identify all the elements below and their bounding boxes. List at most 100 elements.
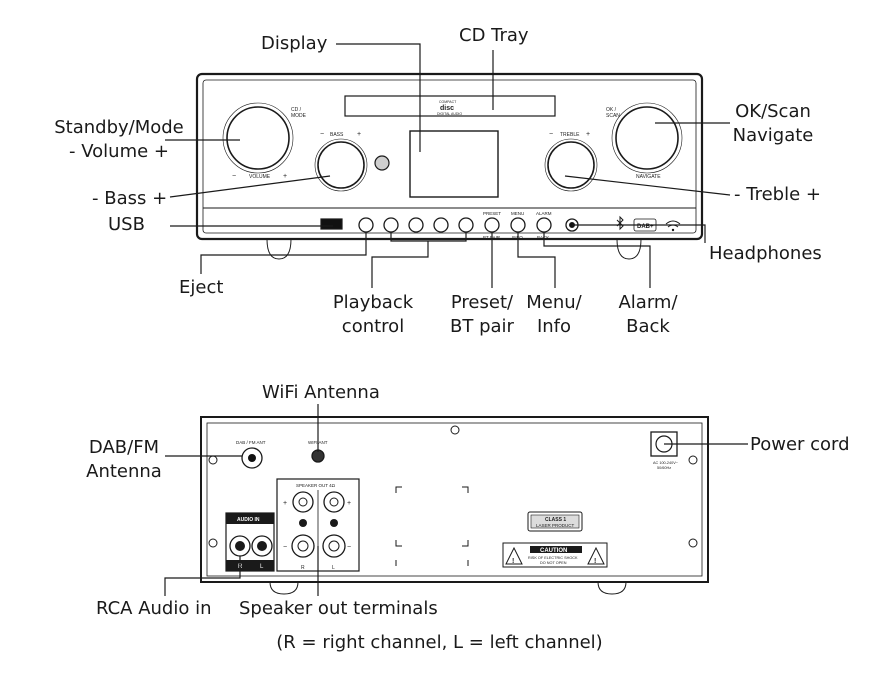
caution-banner — [530, 546, 582, 553]
treble-knob — [547, 141, 595, 189]
corner-mark-bl — [395, 540, 402, 566]
playback-leader-drop — [371, 241, 429, 288]
cd-tray — [344, 95, 556, 117]
speaker-l-plus — [323, 491, 345, 513]
corner-mark-tr — [462, 486, 469, 493]
rear-leader-lines — [164, 404, 748, 596]
headphones-leader — [572, 224, 706, 243]
speaker-l-minus-mark — [330, 519, 338, 527]
label-standby-volume: Standby/Mode - Volume + — [46, 116, 192, 164]
next-button — [408, 217, 424, 233]
label-playback-1: Playback — [332, 292, 414, 313]
bass-minus: − — [320, 131, 324, 138]
rca-l-jack-inner — [257, 541, 267, 551]
front-printed-text: CD /MODE VOLUME BASS TREBLE OK /SCAN NAV… — [249, 100, 661, 240]
label-preset-1: Preset/ — [450, 292, 514, 313]
caution-line2-text: DO NOT OPEN — [540, 561, 567, 565]
speaker-l-plus-sign: + — [347, 500, 351, 507]
label-preset-2: BT pair — [450, 316, 514, 337]
bass-leader — [169, 175, 331, 198]
speaker-r-minus-mark — [299, 519, 307, 527]
label-ok-scan-navigate: OK/Scan Navigate — [724, 100, 822, 148]
speaker-out-text: SPEAKER OUT 4Ω — [296, 483, 336, 488]
treble-leader — [564, 175, 731, 196]
caution-line1-text: RISK OF ELECTRIC SHOCK — [528, 556, 578, 560]
label-wifi-antenna: WiFi Antenna — [262, 382, 380, 403]
front-inner-frame — [202, 79, 697, 234]
screw-left-top — [208, 455, 218, 465]
label-treble: - Treble + — [734, 184, 821, 205]
label-playback: Playback control — [326, 291, 420, 339]
label-bass: - Bass + — [92, 188, 168, 209]
label-display: Display — [261, 33, 328, 54]
screw-right-bottom — [688, 538, 698, 548]
prev-button — [383, 217, 399, 233]
speaker-r-minus-sign: − — [283, 544, 287, 551]
navigate-knob — [615, 106, 679, 170]
caution-exclaim-right: ! — [594, 558, 596, 565]
preset-button — [484, 217, 500, 233]
speaker-l-plus-inner — [329, 497, 339, 507]
label-menu-1: Menu/ — [526, 292, 582, 313]
preset-text: PRESET — [483, 211, 501, 216]
volume-knob — [226, 106, 290, 170]
eject-button — [358, 217, 374, 233]
label-dab-fm-1: DAB/FM — [88, 437, 160, 458]
speaker-r-plus-sign: + — [283, 500, 287, 507]
label-alarm: Alarm/ Back — [612, 291, 684, 339]
corner-mark-tl — [395, 486, 402, 493]
dab-fm-socket-inner — [248, 454, 256, 462]
label-headphones: Headphones — [709, 243, 822, 264]
front-leader-lines — [165, 43, 731, 288]
ok-scan-text: OK /SCAN — [606, 107, 620, 119]
rear-printed-text: DAB / FM ANT WIFI ANT SPEAKER OUT 4Ω AUD… — [236, 440, 679, 571]
class1-text: CLASS 1 — [545, 517, 566, 523]
wifi-icon — [665, 220, 681, 228]
rear-inner-frame — [206, 422, 703, 577]
label-menu: Menu/ Info — [522, 291, 586, 339]
treble-text: TREBLE — [560, 132, 580, 138]
rear-foot-right — [597, 581, 627, 595]
caution-triangle-left-icon — [505, 546, 523, 565]
label-preset: Preset/ BT pair — [444, 291, 520, 339]
rca-leader — [164, 556, 241, 596]
volume-text: VOLUME — [249, 174, 271, 180]
treble-minus: − — [549, 131, 553, 138]
laser-label-inner — [530, 514, 580, 529]
stop-button — [458, 217, 474, 233]
screw-left-bottom — [208, 538, 218, 548]
dab-logo: DAB+ — [637, 224, 654, 230]
label-navigate: Navigate — [732, 125, 814, 146]
screw-right-top — [688, 455, 698, 465]
usb-port — [320, 218, 343, 230]
rca-l-text: L — [260, 564, 264, 570]
eject-leader — [200, 232, 367, 274]
caution-triangle-right-icon — [587, 546, 605, 565]
front-foot-right — [616, 238, 642, 260]
label-dab-fm-2: Antenna — [86, 461, 162, 482]
label-rca-audio-in: RCA Audio in — [96, 598, 212, 619]
bass-knob-ring — [314, 138, 368, 192]
label-volume: - Volume + — [69, 141, 169, 162]
bass-plus: + — [357, 131, 361, 138]
label-dab-fm: DAB/FM Antenna — [80, 436, 168, 484]
ir-sensor — [374, 155, 390, 171]
wifi-icon-dot — [671, 228, 675, 232]
label-alarm-2: Back — [626, 316, 670, 337]
rca-l-jack — [251, 535, 273, 557]
caution-exclaim-left: ! — [512, 558, 514, 565]
label-eject: Eject — [179, 277, 224, 298]
speaker-r-plus-inner — [298, 497, 308, 507]
caution-text: CAUTION — [540, 548, 567, 554]
audio-in-text: AUDIO IN — [237, 517, 260, 523]
laser-product-text: LASER PRODUCT — [536, 523, 575, 528]
treble-plus: + — [586, 131, 590, 138]
label-menu-2: Info — [536, 316, 572, 337]
volume-minus: − — [232, 173, 236, 180]
menu-leader — [517, 232, 556, 288]
cd-logo-main: disc — [440, 105, 454, 112]
alarm-button — [536, 217, 552, 233]
alarm-leader — [543, 232, 651, 288]
rca-r-jack-inner — [235, 541, 245, 551]
